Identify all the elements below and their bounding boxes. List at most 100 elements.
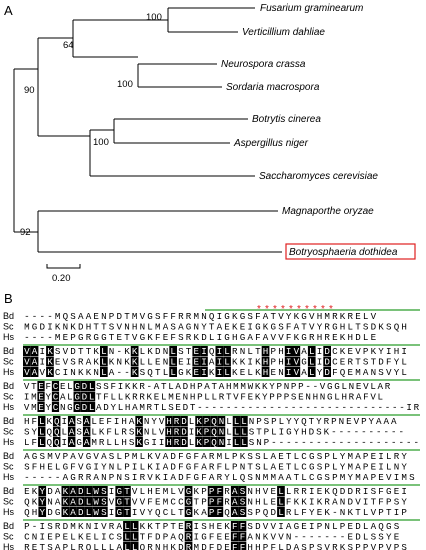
conserved-cell bbox=[232, 437, 241, 447]
residue: S bbox=[317, 451, 323, 462]
residue: G bbox=[144, 437, 150, 448]
residue: L bbox=[67, 381, 73, 392]
residue: P bbox=[109, 311, 115, 322]
residue: N bbox=[278, 367, 284, 378]
row-label: Bd bbox=[3, 416, 14, 426]
residue: N bbox=[183, 392, 189, 403]
residue: P bbox=[209, 486, 215, 497]
residue: L bbox=[278, 497, 284, 508]
residue: G bbox=[327, 381, 333, 392]
conserved-cell bbox=[100, 356, 108, 367]
residue: Q bbox=[155, 507, 161, 518]
residue: T bbox=[109, 332, 115, 343]
row-label: Bd bbox=[3, 521, 14, 531]
residue: L bbox=[332, 451, 338, 462]
residue: S bbox=[109, 322, 115, 333]
residue: E bbox=[32, 542, 38, 550]
residue: L bbox=[163, 367, 169, 378]
residue: E bbox=[371, 332, 377, 343]
residue: P bbox=[324, 462, 330, 473]
residue: L bbox=[93, 542, 99, 550]
residue: G bbox=[201, 532, 207, 543]
residue: S bbox=[155, 311, 161, 322]
residue: Y bbox=[317, 367, 323, 378]
residue: L bbox=[86, 497, 92, 508]
residue: G bbox=[286, 427, 292, 438]
residue: Y bbox=[316, 416, 322, 427]
species-label: Saccharomyces cerevisiae bbox=[259, 171, 378, 182]
residue: M bbox=[163, 497, 169, 508]
residue: A bbox=[101, 451, 107, 462]
conserved-cell bbox=[230, 521, 239, 531]
residue: N bbox=[32, 532, 38, 543]
residue: T bbox=[294, 472, 300, 483]
residue: E bbox=[217, 532, 223, 543]
conserved-cell bbox=[38, 507, 47, 517]
residue: F bbox=[255, 311, 261, 322]
conserved-cell bbox=[61, 486, 70, 496]
residue: F bbox=[170, 332, 176, 343]
residue: G bbox=[78, 332, 84, 343]
residue: - bbox=[116, 346, 122, 357]
residue: L bbox=[309, 346, 315, 357]
residue: N bbox=[247, 497, 253, 508]
residue: A bbox=[32, 346, 38, 357]
residue: I bbox=[406, 402, 412, 413]
residue: V bbox=[355, 497, 361, 508]
residue: A bbox=[217, 322, 223, 333]
residue: - bbox=[332, 532, 338, 543]
residue: Y bbox=[46, 402, 52, 413]
residue: L bbox=[39, 437, 45, 448]
residue: L bbox=[110, 392, 116, 403]
residue: - bbox=[339, 437, 345, 448]
residue: V bbox=[132, 332, 138, 343]
residue: F bbox=[31, 416, 37, 427]
residue: D bbox=[355, 332, 361, 343]
residue: - bbox=[399, 427, 405, 438]
residue: L bbox=[294, 451, 300, 462]
residue: T bbox=[286, 462, 292, 473]
residue: I bbox=[24, 392, 30, 403]
residue: Y bbox=[317, 322, 323, 333]
residue: C bbox=[24, 532, 30, 543]
residue: N bbox=[371, 367, 377, 378]
residue: A bbox=[263, 311, 269, 322]
residue: H bbox=[317, 332, 323, 343]
residue: D bbox=[181, 427, 187, 438]
residue: A bbox=[270, 451, 276, 462]
conserved-cell bbox=[52, 416, 61, 426]
residue: P bbox=[201, 497, 207, 508]
residue: - bbox=[376, 437, 382, 448]
conserved-cell bbox=[184, 486, 193, 496]
species-label: Aspergillus niger bbox=[233, 138, 309, 149]
residue: G bbox=[309, 462, 315, 473]
residue: E bbox=[347, 532, 353, 543]
residue: D bbox=[347, 486, 353, 497]
residue: H bbox=[401, 322, 407, 333]
residue: - bbox=[286, 437, 292, 448]
residue: - bbox=[406, 437, 412, 448]
residue: R bbox=[139, 381, 145, 392]
conserved-cell bbox=[277, 496, 285, 507]
residue: N bbox=[116, 472, 122, 483]
residue: R bbox=[332, 542, 338, 550]
residue: - bbox=[204, 402, 210, 413]
residue: L bbox=[118, 402, 124, 413]
residue: P bbox=[317, 521, 323, 532]
residue: V bbox=[147, 472, 153, 483]
residue: P bbox=[331, 416, 337, 427]
residue: R bbox=[109, 521, 115, 532]
residue: K bbox=[125, 392, 131, 403]
row-label: Bd bbox=[3, 381, 14, 391]
residue: S bbox=[76, 427, 82, 438]
residue: F bbox=[232, 542, 238, 550]
residue: E bbox=[38, 392, 44, 403]
residue: - bbox=[116, 367, 122, 378]
residue: M bbox=[263, 472, 269, 483]
conserved-cell bbox=[82, 437, 91, 447]
residue: - bbox=[316, 437, 322, 448]
residue: K bbox=[32, 497, 38, 508]
conserved-cell bbox=[30, 346, 39, 356]
residue: H bbox=[39, 462, 45, 473]
residue: L bbox=[241, 437, 247, 448]
